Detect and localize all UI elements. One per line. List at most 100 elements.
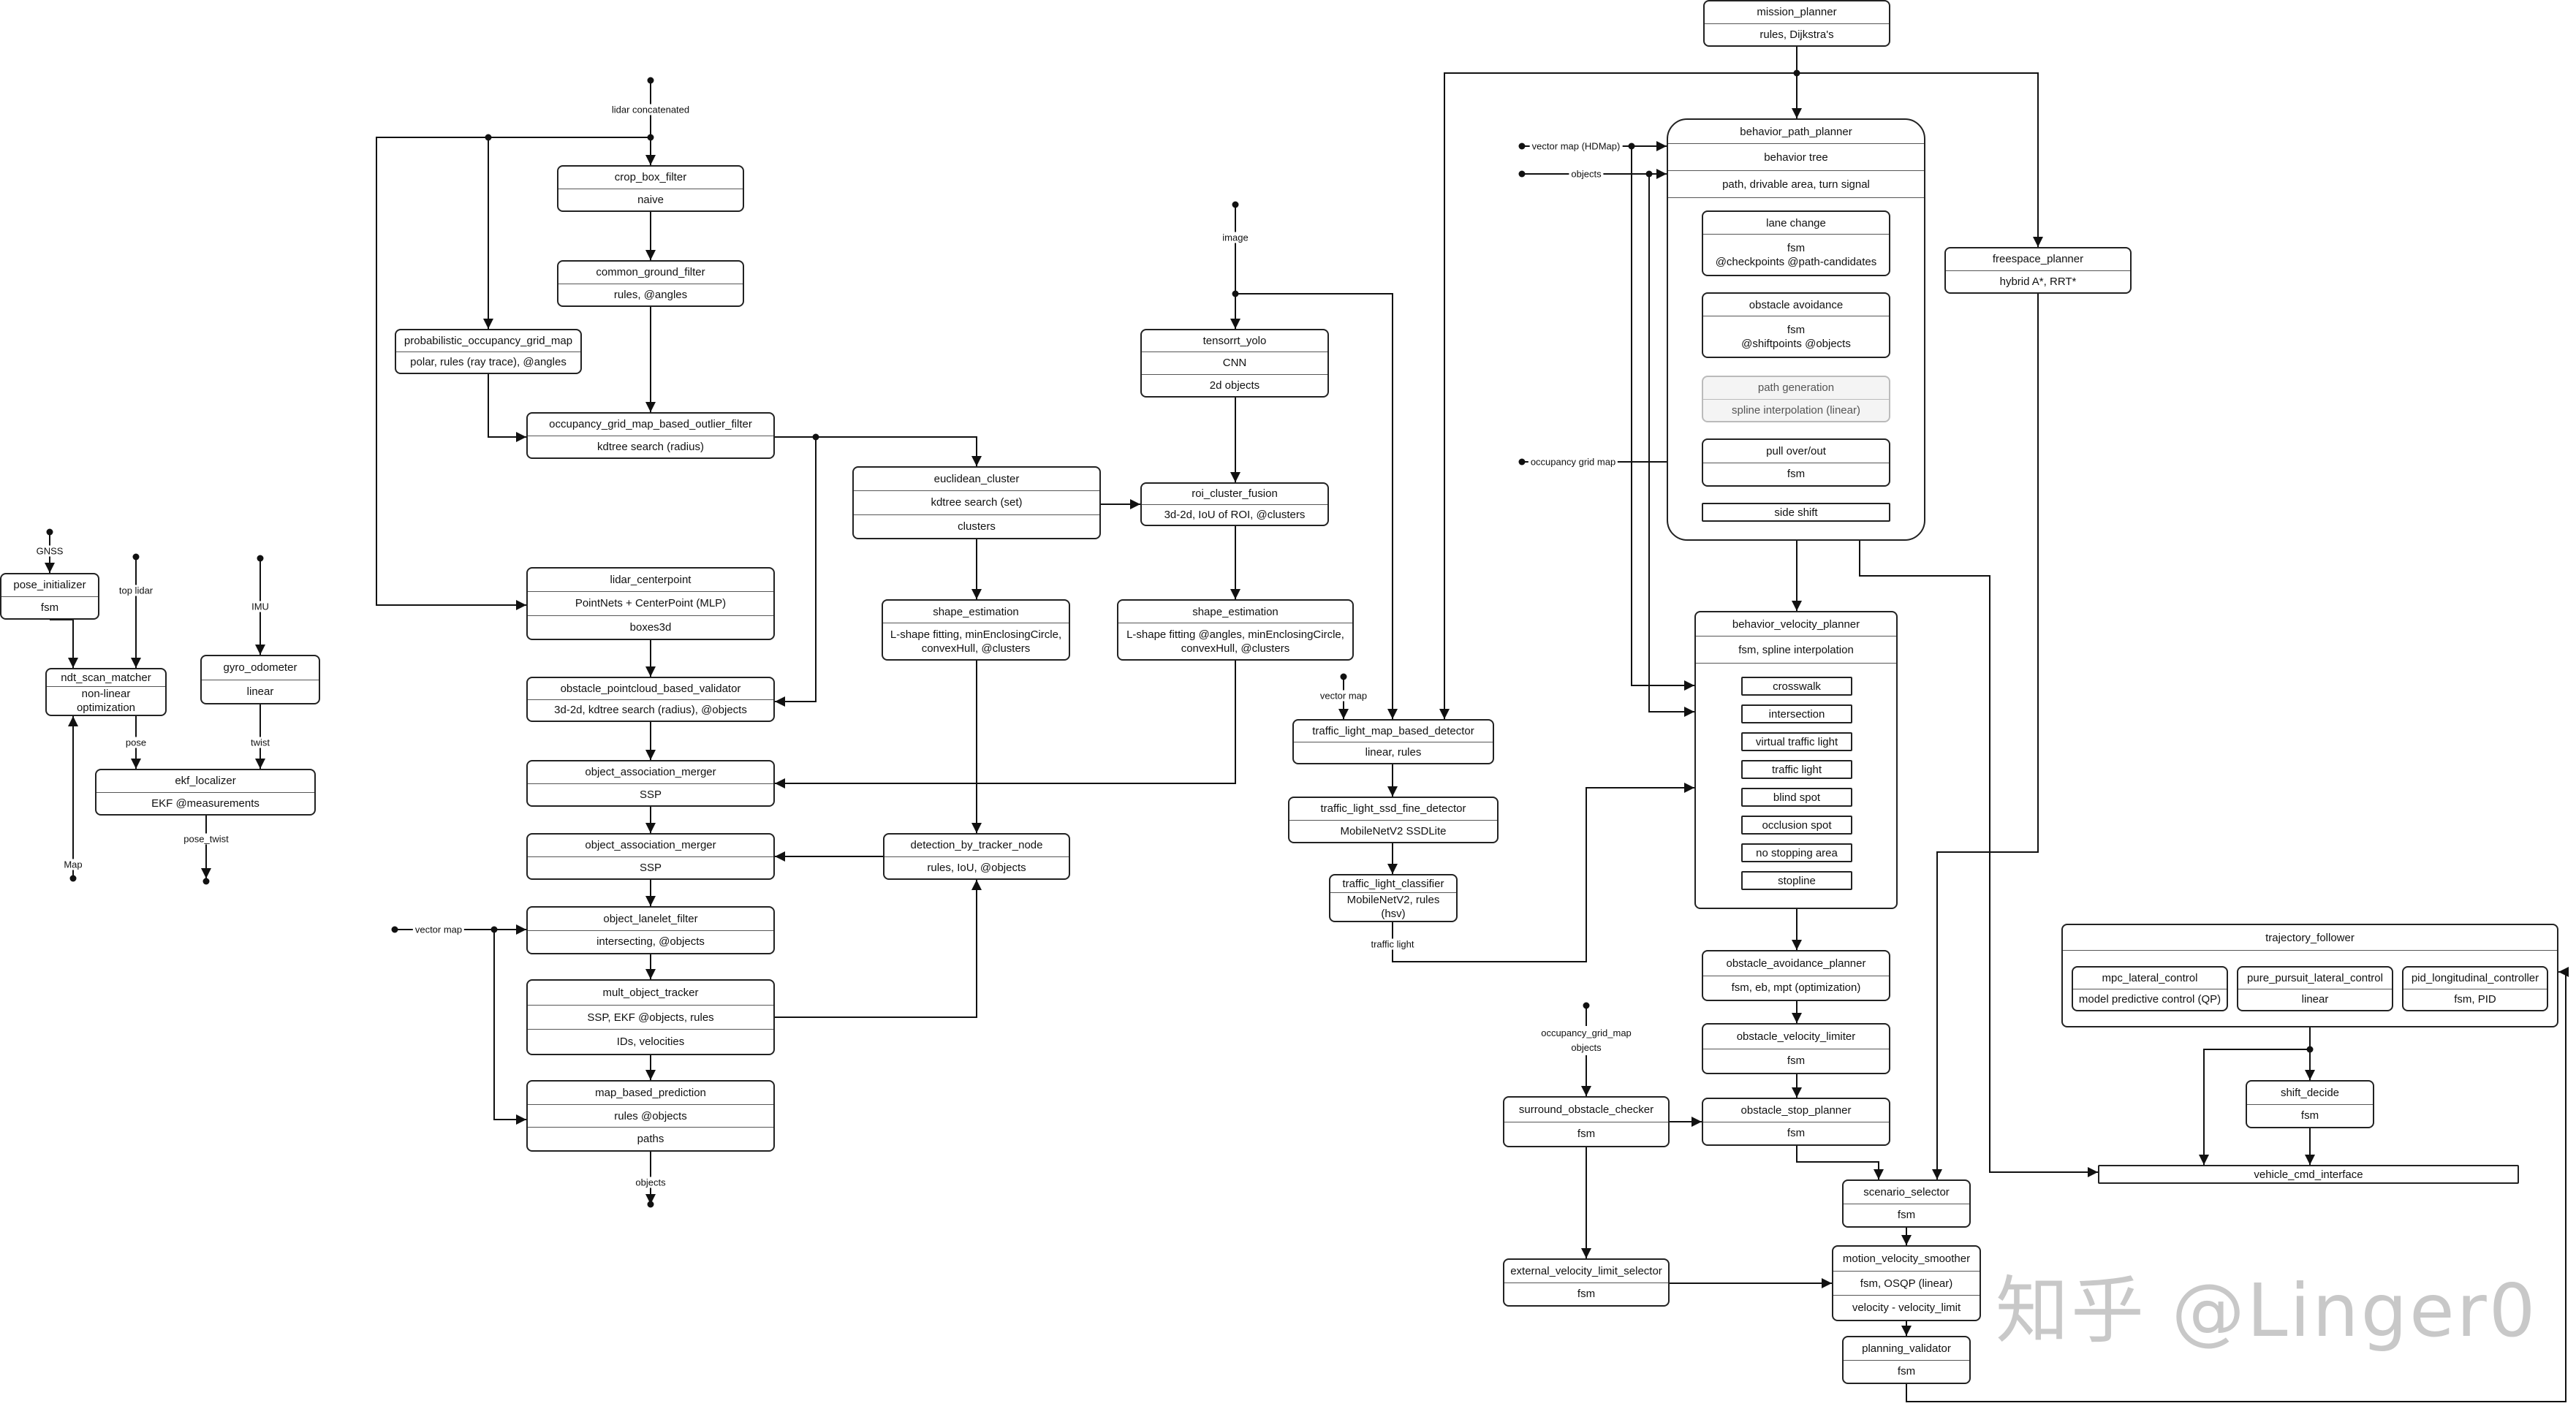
- object-lanelet-filter-node[interactable]: object_lanelet_filter intersecting, @obj…: [526, 906, 775, 954]
- node-method: 3d-2d, IoU of ROI, @clusters: [1142, 503, 1327, 525]
- obstacle-avoidance-module[interactable]: obstacle avoidance fsm @shiftpoints @obj…: [1702, 292, 1890, 358]
- map-based-prediction-node[interactable]: map_based_prediction rules @objects path…: [526, 1080, 775, 1152]
- euclidean-cluster-node[interactable]: euclidean_cluster kdtree search (set) cl…: [852, 466, 1101, 539]
- node-title: vehicle_cmd_interface: [2254, 1168, 2363, 1181]
- object-association-merger-node-b[interactable]: object_association_merger SSP: [526, 833, 775, 880]
- junction-dot: [647, 134, 654, 141]
- edge-label-image: image: [1220, 232, 1251, 243]
- node-method: rules, Dijkstra's: [1705, 23, 1889, 46]
- crop-box-filter-node[interactable]: crop_box_filter naive: [557, 165, 744, 212]
- tensorrt-yolo-node[interactable]: tensorrt_yolo CNN 2d objects: [1140, 329, 1329, 398]
- freespace-planner-node[interactable]: freespace_planner hybrid A*, RRT*: [1944, 247, 2132, 294]
- virtual-traffic-light-module[interactable]: virtual traffic light: [1741, 732, 1852, 751]
- traffic-light-ssd-fine-detector-node[interactable]: traffic_light_ssd_fine_detector MobileNe…: [1288, 797, 1499, 843]
- input-dot: [1340, 673, 1347, 680]
- vehicle-cmd-interface-node[interactable]: vehicle_cmd_interface: [2098, 1165, 2519, 1184]
- pure-pursuit-lateral-control-module[interactable]: pure_pursuit_lateral_control linear: [2237, 966, 2393, 1011]
- edge-label-gnss: GNSS: [34, 545, 66, 557]
- mult-object-tracker-node[interactable]: mult_object_tracker SSP, EKF @objects, r…: [526, 979, 775, 1055]
- lidar-centerpoint-node[interactable]: lidar_centerpoint PointNets + CenterPoin…: [526, 567, 775, 640]
- detection-by-tracker-node[interactable]: detection_by_tracker_node rules, IoU, @o…: [883, 833, 1070, 880]
- obstacle-velocity-limiter-node[interactable]: obstacle_velocity_limiter fsm: [1702, 1023, 1890, 1074]
- module-title: intersection: [1768, 707, 1825, 721]
- shape-estimation-node-a[interactable]: shape_estimation L-shape fitting, minEnc…: [882, 599, 1070, 661]
- input-dot: [1232, 201, 1239, 208]
- module-title: no stopping area: [1756, 846, 1838, 859]
- node-method: MobileNetV2, rules (hsv): [1330, 892, 1456, 921]
- obstacle-avoidance-planner-node[interactable]: obstacle_avoidance_planner fsm, eb, mpt …: [1702, 950, 1890, 1001]
- probabilistic-occupancy-grid-map-node[interactable]: probabilistic_occupancy_grid_map polar, …: [395, 329, 582, 374]
- blind-spot-module[interactable]: blind spot: [1741, 788, 1852, 807]
- node-title: traffic_light_classifier: [1342, 878, 1444, 890]
- object-association-merger-node-a[interactable]: object_association_merger SSP: [526, 760, 775, 807]
- node-method: polar, rules (ray trace), @angles: [396, 351, 580, 373]
- junction-dot: [485, 134, 492, 141]
- pose-initializer-node[interactable]: pose_initializer fsm: [0, 573, 99, 620]
- edge-label-occupancy-grid-map-objects: occupancy_grid_map objects: [1539, 1026, 1634, 1055]
- stopline-module[interactable]: stopline: [1741, 871, 1852, 890]
- node-method: linear: [202, 679, 319, 704]
- module-method: fsm @shiftpoints @objects: [1703, 316, 1889, 357]
- common-ground-filter-node[interactable]: common_ground_filter rules, @angles: [557, 260, 744, 307]
- node-method: naive: [558, 188, 743, 211]
- node-method: 3d-2d, kdtree search (radius), @objects: [528, 699, 773, 721]
- watermark: 知乎 @Linger0: [1996, 1268, 2538, 1353]
- node-method: fsm: [1844, 1359, 1969, 1383]
- node-title: probabilistic_occupancy_grid_map: [404, 334, 573, 347]
- module-method: fsm, PID: [2403, 988, 2547, 1011]
- planning-validator-node[interactable]: planning_validator fsm: [1842, 1336, 1971, 1384]
- edge-label-vector-map-tl: vector map: [1317, 690, 1370, 702]
- junction-dot: [1645, 170, 1653, 178]
- input-dot: [1583, 1002, 1590, 1009]
- node-title: roi_cluster_fusion: [1192, 487, 1278, 501]
- crosswalk-module[interactable]: crosswalk: [1741, 677, 1852, 696]
- path-generation-module[interactable]: path generation spline interpolation (li…: [1702, 376, 1890, 422]
- edge-label-imu: IMU: [249, 601, 271, 612]
- node-output: path, drivable area, turn signal: [1668, 170, 1924, 198]
- external-velocity-limit-selector-node[interactable]: external_velocity_limit_selector fsm: [1503, 1258, 1670, 1307]
- obstacle-pointcloud-based-validator-node[interactable]: obstacle_pointcloud_based_validator 3d-2…: [526, 677, 775, 722]
- shift-decide-node[interactable]: shift_decide fsm: [2246, 1080, 2374, 1128]
- input-dot: [647, 77, 654, 84]
- side-shift-module[interactable]: side shift: [1702, 503, 1890, 522]
- node-title: ndt_scan_matcher: [61, 672, 151, 684]
- obstacle-stop-planner-node[interactable]: obstacle_stop_planner fsm: [1702, 1098, 1890, 1146]
- lane-change-module[interactable]: lane change fsm @checkpoints @path-candi…: [1702, 210, 1890, 276]
- traffic-light-map-based-detector-node[interactable]: traffic_light_map_based_detector linear,…: [1292, 719, 1494, 764]
- occupancy-grid-map-based-outlier-filter-node[interactable]: occupancy_grid_map_based_outlier_filter …: [526, 412, 775, 459]
- roi-cluster-fusion-node[interactable]: roi_cluster_fusion 3d-2d, IoU of ROI, @c…: [1140, 482, 1329, 526]
- node-title: map_based_prediction: [595, 1086, 706, 1099]
- module-title: stopline: [1778, 874, 1816, 887]
- module-title: mpc_lateral_control: [2102, 971, 2198, 984]
- mpc-lateral-control-module[interactable]: mpc_lateral_control model predictive con…: [2072, 966, 2228, 1011]
- pull-over-out-module[interactable]: pull over/out fsm: [1702, 438, 1890, 487]
- no-stopping-area-module[interactable]: no stopping area: [1741, 843, 1852, 862]
- intersection-module[interactable]: intersection: [1741, 704, 1852, 723]
- traffic-light-classifier-node[interactable]: traffic_light_classifier MobileNetV2, ru…: [1329, 874, 1458, 922]
- traffic-light-module[interactable]: traffic light: [1741, 760, 1852, 779]
- scenario-selector-node[interactable]: scenario_selector fsm: [1842, 1179, 1971, 1228]
- gyro-odometer-node[interactable]: gyro_odometer linear: [200, 655, 320, 704]
- pid-longitudinal-controller-module[interactable]: pid_longitudinal_controller fsm, PID: [2402, 966, 2548, 1011]
- node-method: fsm: [1, 596, 98, 619]
- node-method: SSP: [528, 856, 773, 879]
- node-method: rules, IoU, @objects: [884, 856, 1069, 879]
- node-title: crop_box_filter: [614, 171, 687, 184]
- motion-velocity-smoother-node[interactable]: motion_velocity_smoother fsm, OSQP (line…: [1832, 1245, 1981, 1321]
- node-output: 2d objects: [1142, 373, 1327, 396]
- node-title: shift_decide: [2280, 1086, 2340, 1099]
- mission-planner-node[interactable]: mission_planner rules, Dijkstra's: [1703, 0, 1890, 47]
- node-method: non-linear optimization: [47, 686, 165, 715]
- ekf-localizer-node[interactable]: ekf_localizer EKF @measurements: [95, 769, 316, 816]
- edge-label-occupancy-grid-map: occupancy grid map: [1528, 456, 1618, 468]
- node-title: mult_object_tracker: [602, 986, 699, 999]
- ndt-scan-matcher-node[interactable]: ndt_scan_matcher non-linear optimization: [45, 668, 167, 716]
- edge-label-map: Map: [61, 859, 85, 870]
- occlusion-spot-module[interactable]: occlusion spot: [1741, 816, 1852, 835]
- edge-label-twist: twist: [249, 737, 272, 748]
- shape-estimation-node-b[interactable]: shape_estimation L-shape fitting @angles…: [1117, 599, 1354, 661]
- module-title: pure_pursuit_lateral_control: [2247, 971, 2383, 984]
- surround-obstacle-checker-node[interactable]: surround_obstacle_checker fsm: [1503, 1096, 1670, 1147]
- module-title: side shift: [1774, 506, 1818, 519]
